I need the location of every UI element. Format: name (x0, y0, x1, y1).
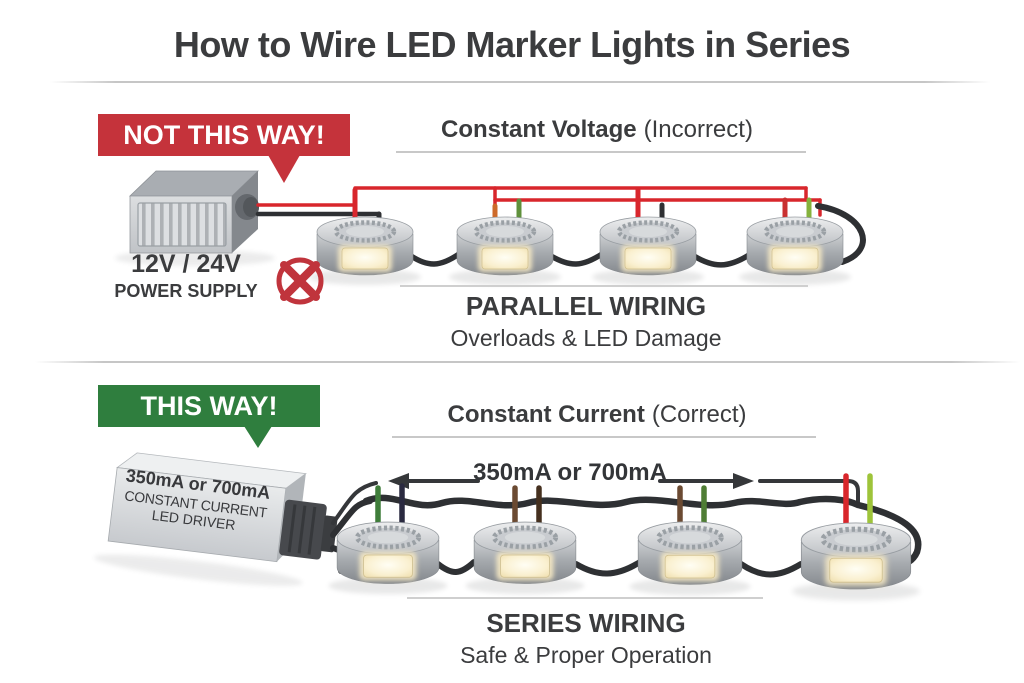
section-divider (35, 361, 1020, 363)
caption-rule (400, 285, 808, 287)
led-driver-illustration (94, 452, 338, 586)
arrow-right-icon (733, 473, 754, 489)
led-marker-light (630, 522, 751, 595)
banner-label: THIS WAY! (140, 390, 278, 421)
series-led-markers (329, 522, 920, 601)
caption-subtitle: Overloads & LED Damage (450, 325, 722, 351)
prohibited-icon (276, 257, 324, 305)
heading-note: (Correct) (651, 401, 747, 428)
led-marker-light (592, 217, 704, 285)
constant-voltage-heading: Constant Voltage(Incorrect) (382, 116, 812, 144)
led-marker-light (309, 217, 421, 285)
parallel-led-markers (309, 217, 851, 285)
not-this-way-banner: NOT THIS WAY! (98, 114, 350, 183)
heading-bold: Constant Current (447, 401, 645, 428)
banner-tail (268, 155, 300, 183)
constant-current-heading: Constant Current(Correct) (382, 401, 812, 429)
banner-tail (244, 426, 272, 448)
power-supply-illustration (115, 170, 275, 266)
led-marker-light (792, 523, 920, 601)
power-supply-label: 12V / 24V POWER SUPPLY (96, 250, 276, 302)
caption-subtitle: Safe & Proper Operation (460, 642, 712, 668)
parallel-wiring-caption: PARALLEL WIRING Overloads & LED Damage (346, 291, 826, 352)
caption-rule (407, 597, 763, 599)
led-marker-light (449, 217, 561, 285)
parallel-black-wires (255, 203, 866, 268)
caption-title: SERIES WIRING (486, 608, 686, 638)
series-wiring-caption: SERIES WIRING Safe & Proper Operation (346, 608, 826, 669)
title-divider (50, 81, 990, 83)
banner-label: NOT THIS WAY! (123, 119, 325, 150)
heading-underline (396, 151, 806, 153)
led-marker-light (739, 217, 851, 285)
driver-connector (279, 499, 338, 560)
psu-voltage-text: 12V / 24V (131, 250, 241, 278)
heading-underline (392, 436, 816, 438)
this-way-banner: THIS WAY! (98, 385, 320, 448)
led-marker-light (329, 522, 448, 594)
heading-note: (Incorrect) (643, 116, 753, 143)
parallel-puck-leads (352, 186, 812, 237)
caption-title: PARALLEL WIRING (465, 291, 707, 321)
page-title: How to Wire LED Marker Lights in Series (173, 24, 851, 65)
parallel-red-bus-wires (256, 186, 822, 217)
heading-bold: Constant Voltage (441, 116, 637, 143)
psu-name-text: POWER SUPPLY (114, 281, 258, 301)
arrow-left-icon (388, 473, 409, 489)
led-marker-light (466, 522, 585, 594)
current-flow-label: 350mA or 700mA (473, 459, 667, 486)
psu-vent-slats (137, 202, 227, 247)
